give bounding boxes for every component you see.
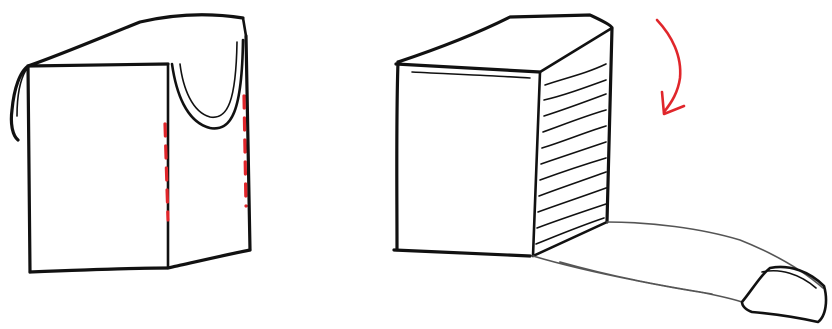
right-box-front-left bbox=[395, 60, 400, 252]
arrow-head bbox=[660, 90, 686, 116]
left-box-top-back-edge bbox=[241, 16, 248, 38]
left-box-dashed-fold-1 bbox=[163, 122, 170, 222]
right-box-cover-roll bbox=[740, 265, 828, 324]
right-box-right-face-bottom bbox=[531, 220, 609, 258]
hatch-line bbox=[538, 171, 607, 197]
left-box-front-face-left bbox=[26, 64, 32, 274]
right-box-front-right bbox=[531, 70, 542, 258]
right-box-hatching bbox=[535, 63, 607, 245]
hatch-line bbox=[542, 109, 607, 133]
left-box-right-face-bottom bbox=[166, 248, 252, 270]
right-box-cover-upper-edge bbox=[606, 221, 824, 289]
left-box-handle-outer bbox=[170, 38, 245, 130]
right-box-top-front-edge bbox=[394, 62, 542, 74]
hatch-line bbox=[539, 157, 607, 181]
curved-arrow-down-icon bbox=[655, 18, 686, 116]
hatch-line bbox=[543, 79, 607, 101]
hatch-line bbox=[535, 217, 605, 245]
left-box-front-face-bottom bbox=[28, 266, 170, 274]
right-box-front-texture bbox=[411, 71, 531, 79]
left-box-top-face-front-edge bbox=[26, 62, 170, 68]
left-box-right-face-right bbox=[244, 34, 252, 252]
hatch-line bbox=[536, 203, 607, 229]
left-box-dashed-fold-2 bbox=[242, 94, 248, 208]
arrow-shaft bbox=[655, 18, 682, 114]
left-box-top-face bbox=[26, 13, 245, 68]
right-box-right-face-right bbox=[605, 26, 614, 224]
hatch-line bbox=[544, 63, 607, 86]
right-box-cover-shadow bbox=[559, 261, 713, 295]
left-box-flap-inner bbox=[16, 69, 27, 117]
right-box-top-face bbox=[396, 13, 614, 64]
left-box-figure bbox=[9, 13, 252, 274]
hatch-line bbox=[537, 187, 607, 213]
left-box-handle-inner bbox=[179, 41, 238, 118]
right-box-top-right-edge bbox=[538, 26, 614, 74]
hatch-line bbox=[540, 141, 607, 165]
right-box-cover-roll-inner bbox=[761, 270, 817, 289]
right-box-front-bottom bbox=[392, 248, 532, 258]
hatch-line bbox=[541, 125, 607, 149]
right-box-figure bbox=[392, 13, 828, 324]
left-box-flap bbox=[9, 64, 30, 142]
hatch-line bbox=[543, 93, 607, 117]
